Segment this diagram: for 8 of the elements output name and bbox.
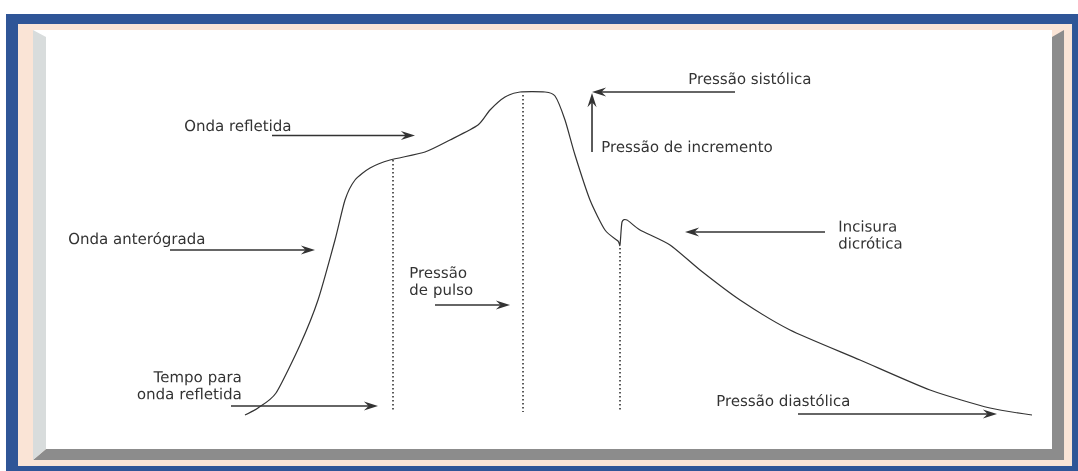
text-label: Pressão de incremento bbox=[602, 140, 772, 153]
text-label: Pressão sistólica bbox=[689, 72, 811, 85]
text-label: Pressão de pulso bbox=[410, 266, 473, 298]
text-label: Pressão diastólica bbox=[717, 394, 849, 407]
text-label: Onda anterógrada bbox=[69, 232, 205, 248]
text-label: Tempo para onda refletida bbox=[137, 371, 241, 400]
text-label: Incisura dicrótica bbox=[839, 220, 902, 249]
text-label: Onda refletida bbox=[185, 119, 291, 132]
